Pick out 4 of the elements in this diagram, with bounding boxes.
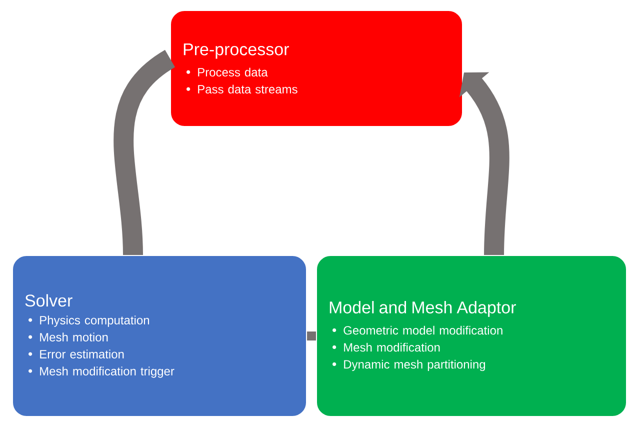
process-box: Pre-processor Process data Pass data streams bbox=[170, 10, 463, 127]
arrow bbox=[459, 72, 510, 256]
process-box: Solver Physics computation Mesh motion Error estimation Mesh modification trigger bbox=[12, 255, 307, 417]
process-box: Model and Mesh Adaptor Geometric model modification Mesh modification Dynamic mesh partitioning bbox=[316, 255, 627, 417]
